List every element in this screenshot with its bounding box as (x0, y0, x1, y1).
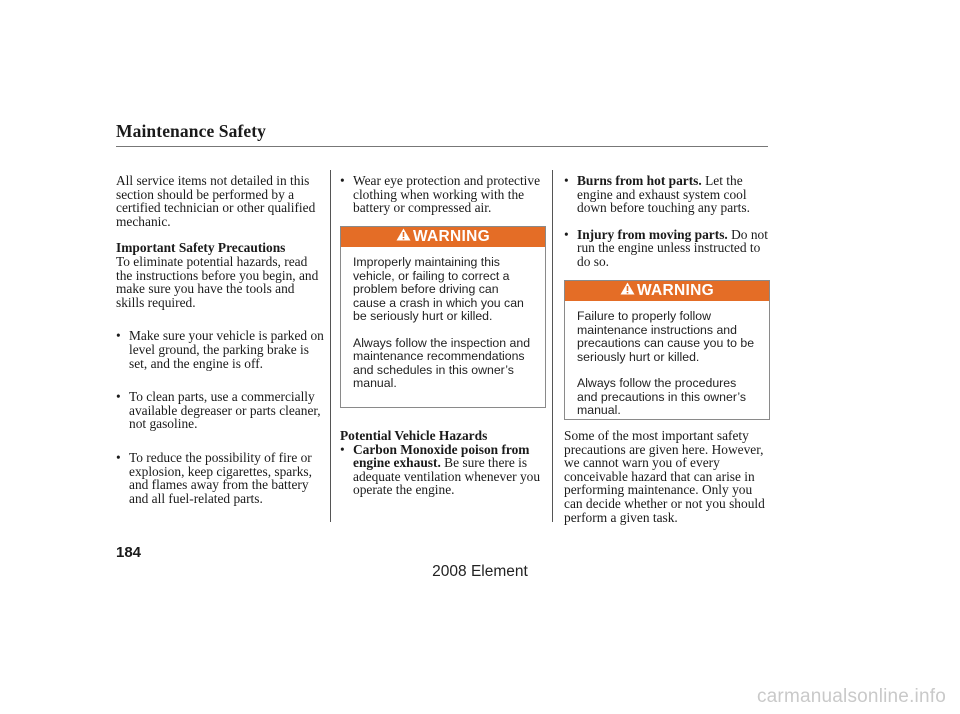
warning-label: WARNING (636, 282, 714, 299)
section-heading-vehicle-hazards: Potential Vehicle Hazards (340, 428, 488, 443)
warning-text: Always follow the procedures and precaut… (577, 376, 747, 417)
hazard-title: Injury from moving parts. (577, 226, 728, 242)
warning-triangle-icon (396, 228, 411, 246)
warning-header: WARNING (341, 227, 545, 247)
column-3: Burns from hot parts. Let the engine and… (564, 174, 770, 269)
warning-text: Improperly maintaining this vehicle, or … (353, 255, 524, 323)
warning-triangle-icon (620, 282, 635, 300)
watermark: carmanualsonline.info (756, 686, 946, 707)
bullet-item: Carbon Monoxide poison from engine exhau… (340, 441, 550, 498)
closing-paragraph: Some of the most important safety precau… (564, 428, 765, 525)
hazard-text: Be sure there is adequate ventilation wh… (353, 455, 541, 498)
column-divider-1 (330, 170, 331, 522)
bullet-item: Make sure your vehicle is parked on leve… (116, 329, 326, 370)
column-1: All service items not detailed in this s… (116, 174, 326, 505)
bullet-item: Burns from hot parts. Let the engine and… (564, 174, 770, 215)
hazard-text: Let the engine and exhaust system cool d… (577, 173, 750, 216)
column-3-lower: Some of the most important safety precau… (564, 429, 770, 524)
section-heading-safety-precautions: Important Safety Precautions (116, 240, 286, 256)
warning-text: Failure to properly follow maintenance i… (577, 309, 755, 364)
page-title: Maintenance Safety (116, 121, 267, 141)
warning-header: WARNING (565, 281, 769, 301)
footer-model: 2008 Element (432, 563, 528, 580)
bullet-item: Wear eye protection and protective cloth… (340, 174, 550, 215)
page-number: 184 (116, 544, 142, 561)
column-divider-2 (552, 170, 553, 522)
bullet-item: Injury from moving parts. Do not run the… (564, 226, 770, 269)
precautions-paragraph: To eliminate potential hazards, read the… (116, 253, 319, 310)
warning-label: WARNING (412, 228, 490, 245)
hazard-title: Carbon Monoxide poison from engine exhau… (353, 441, 530, 471)
column-2: Wear eye protection and protective cloth… (340, 174, 550, 215)
column-2-lower: Potential Vehicle Hazards Carbon Monoxid… (340, 429, 550, 497)
bullet-item: To clean parts, use a commercially avail… (116, 390, 326, 431)
hazard-text: Do not run the engine unless instructed … (577, 226, 768, 269)
warning-text: Always follow the inspection and mainten… (353, 335, 531, 390)
hazard-title: Burns from hot parts. (577, 173, 702, 188)
intro-paragraph: All service items not detailed in this s… (116, 173, 316, 229)
bullet-item: To reduce the possibility of fire or exp… (116, 451, 326, 505)
title-divider (116, 146, 768, 147)
warning-box: WARNING Improperly maintaining this vehi… (340, 226, 546, 408)
warning-box: WARNING Failure to properly follow maint… (564, 280, 770, 420)
